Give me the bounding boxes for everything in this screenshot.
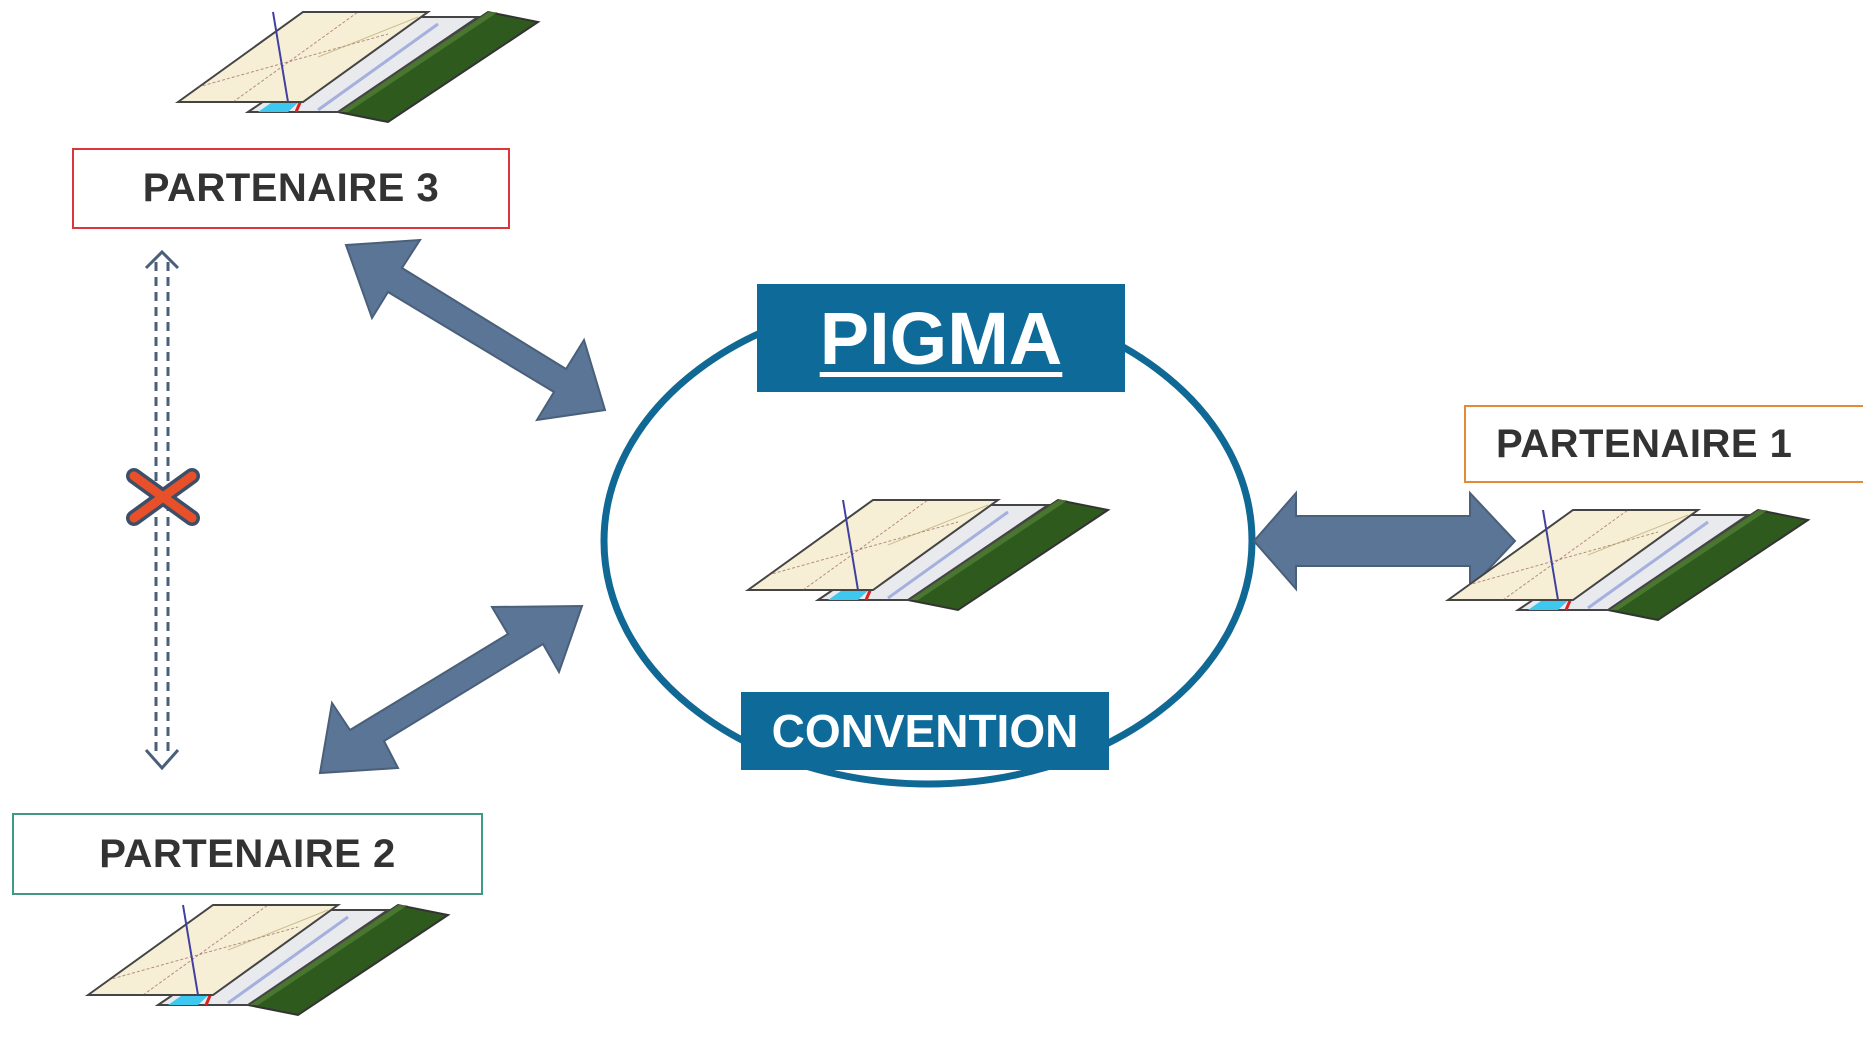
arrow-partner2-pigma bbox=[318, 604, 584, 775]
arrow-partner3-pigma bbox=[344, 238, 607, 422]
cross-icon bbox=[126, 468, 200, 526]
map-layers-icon bbox=[86, 903, 450, 1017]
arrow-pigma-partner1 bbox=[1252, 490, 1517, 592]
pigma-title: PIGMA bbox=[819, 296, 1063, 380]
partner-2-label: PARTENAIRE 2 bbox=[12, 813, 483, 895]
partner-3-label: PARTENAIRE 3 bbox=[72, 148, 510, 229]
map-layers-icon bbox=[176, 10, 540, 124]
partner-1-label: PARTENAIRE 1 bbox=[1464, 405, 1863, 483]
pigma-title-box: PIGMA bbox=[757, 284, 1125, 392]
map-layers-icon bbox=[746, 498, 1110, 612]
convention-label: CONVENTION bbox=[741, 692, 1109, 770]
